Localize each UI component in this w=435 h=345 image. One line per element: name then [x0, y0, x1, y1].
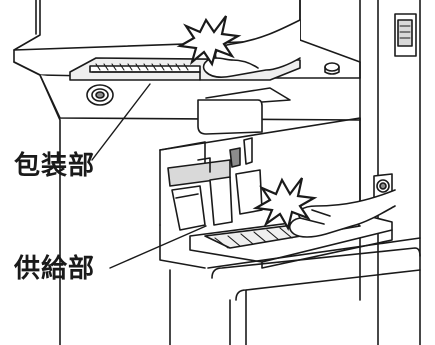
- top-button: [325, 63, 339, 74]
- side-display-panel: [395, 14, 416, 56]
- control-knob: [87, 85, 113, 105]
- feeding-interior: [168, 138, 262, 230]
- wrapping-section-label: 包装部: [14, 153, 95, 179]
- feeding-section-label: 供給部: [14, 256, 95, 282]
